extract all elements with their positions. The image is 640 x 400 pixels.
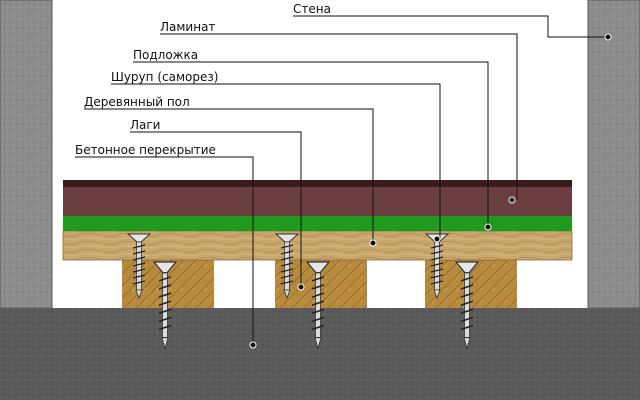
- label-wall: Стена: [293, 2, 331, 16]
- wall-left: [0, 0, 53, 309]
- laminate: [63, 187, 572, 216]
- label-joists: Лаги: [130, 118, 160, 132]
- label-concrete-slab: Бетонное перекрытие: [75, 143, 216, 157]
- label-laminate: Ламинат: [160, 20, 215, 34]
- laminate-top: [63, 180, 572, 187]
- label-wooden-floor: Деревянный пол: [84, 95, 190, 109]
- label-underlay: Подложка: [133, 48, 198, 62]
- wall-right: [587, 0, 640, 309]
- label-screw: Шуруп (саморез): [111, 70, 218, 84]
- underlay: [63, 216, 572, 231]
